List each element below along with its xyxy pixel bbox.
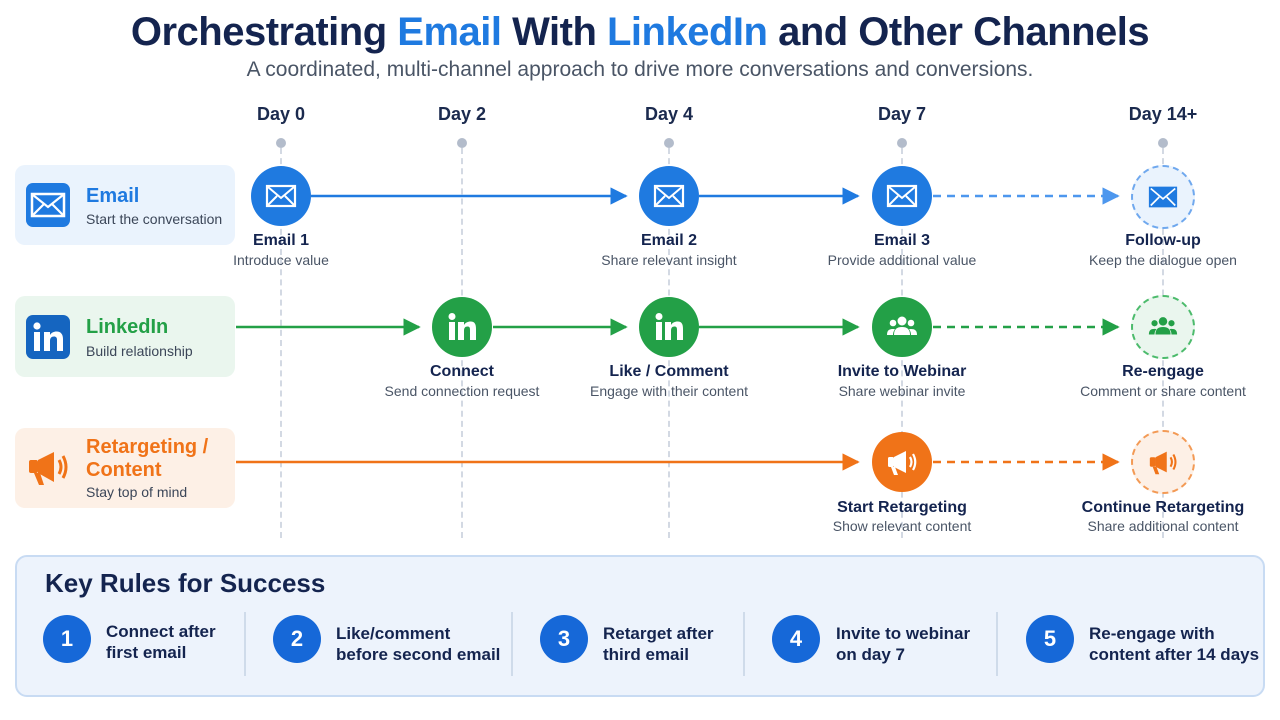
channel-name: Email <box>86 185 140 207</box>
channel-subtitle: Build relationship <box>86 343 193 359</box>
step-title: Invite to Webinar <box>837 363 967 380</box>
email-node-1 <box>251 166 311 226</box>
linkedin-icon <box>26 315 70 359</box>
day-guide-line <box>280 148 282 538</box>
step-desc: Keep the dialogue open <box>1089 252 1237 268</box>
megaphone-icon <box>26 445 70 489</box>
rule-number-badge: 2 <box>273 615 321 663</box>
linkedin-icon <box>448 313 476 340</box>
envelope-icon <box>26 183 70 227</box>
step-title: Email 2 <box>640 232 698 249</box>
day-marker-dot <box>897 138 907 148</box>
step-title: Like / Comment <box>609 363 729 380</box>
rule-divider <box>244 612 246 676</box>
step-desc: Introduce value <box>233 252 329 268</box>
rule-divider <box>743 612 745 676</box>
day-marker-dot <box>457 138 467 148</box>
envelope-icon <box>1148 186 1178 208</box>
step-title: Email 1 <box>252 232 310 249</box>
email-node-followup <box>1131 165 1195 229</box>
day-marker-dot <box>276 138 286 148</box>
day-label-4: Day 4 <box>644 104 694 124</box>
title-highlight-email: Email <box>397 10 502 54</box>
channel-name: LinkedIn <box>86 316 169 338</box>
day-marker-dot <box>664 138 674 148</box>
title-highlight-linkedin: LinkedIn <box>607 10 768 54</box>
channel-subtitle: Start the conversation <box>86 211 223 227</box>
linkedin-node-webinar <box>872 297 932 357</box>
step-title: Follow-up <box>1125 232 1201 249</box>
rule-number-badge: 4 <box>772 615 820 663</box>
step-title: Connect <box>430 363 494 380</box>
megaphone-icon <box>888 451 917 475</box>
page-subtitle: A coordinated, multi-channel approach to… <box>246 58 1034 81</box>
key-rules-title: Key Rules for Success <box>45 568 326 598</box>
rule-divider <box>511 612 513 676</box>
step-title: Email 3 <box>873 232 931 249</box>
linkedin-node-reengage <box>1131 295 1195 359</box>
step-desc: Engage with their content <box>590 383 748 399</box>
step-title: Start Retargeting <box>837 499 967 516</box>
title-part: Orchestrating <box>130 10 398 54</box>
megaphone-icon <box>1149 451 1177 475</box>
envelope-icon <box>653 184 685 208</box>
group-icon <box>1148 317 1178 335</box>
title-part: With <box>501 10 607 54</box>
day-label-0: Day 0 <box>256 104 306 124</box>
step-title: Continue Retargeting <box>1081 499 1245 516</box>
step-desc: Comment or share content <box>1080 383 1246 399</box>
step-desc: Share relevant insight <box>601 252 737 268</box>
channel-subtitle: Stay top of mind <box>86 484 188 500</box>
day-label-14: Day 14+ <box>1128 104 1198 124</box>
linkedin-node-connect <box>432 297 492 357</box>
email-node-3 <box>872 166 932 226</box>
step-desc: Send connection request <box>384 383 540 399</box>
rule-number-badge: 5 <box>1026 615 1074 663</box>
step-desc: Provide additional value <box>827 252 977 268</box>
linkedin-node-like-comment <box>639 297 699 357</box>
title-part: and Other Channels <box>767 10 1150 54</box>
email-node-2 <box>639 166 699 226</box>
rule-number-badge: 1 <box>43 615 91 663</box>
step-title: Re-engage <box>1122 363 1204 380</box>
step-desc: Share webinar invite <box>838 383 966 399</box>
page-title: Orchestrating Email With LinkedIn and Ot… <box>0 10 1280 55</box>
channel-card-retargeting: Retargeting /Content Stay top of mind <box>15 428 235 508</box>
envelope-icon <box>886 184 918 208</box>
channel-name: Retargeting /Content <box>86 436 209 481</box>
channel-card-linkedin: LinkedIn Build relationship <box>15 296 235 377</box>
retargeting-node-start <box>872 432 932 492</box>
step-desc: Share additional content <box>1087 518 1239 534</box>
step-desc: Show relevant content <box>832 518 972 534</box>
retargeting-node-continue <box>1131 430 1195 494</box>
rule-divider <box>996 612 998 676</box>
day-marker-dot <box>1158 138 1168 148</box>
rule-number-badge: 3 <box>540 615 588 663</box>
day-label-7: Day 7 <box>877 104 927 124</box>
envelope-icon <box>265 184 297 208</box>
day-label-2: Day 2 <box>437 104 487 124</box>
channel-card-email: Email Start the conversation <box>15 165 235 245</box>
group-icon <box>887 316 917 335</box>
linkedin-icon <box>655 313 683 340</box>
